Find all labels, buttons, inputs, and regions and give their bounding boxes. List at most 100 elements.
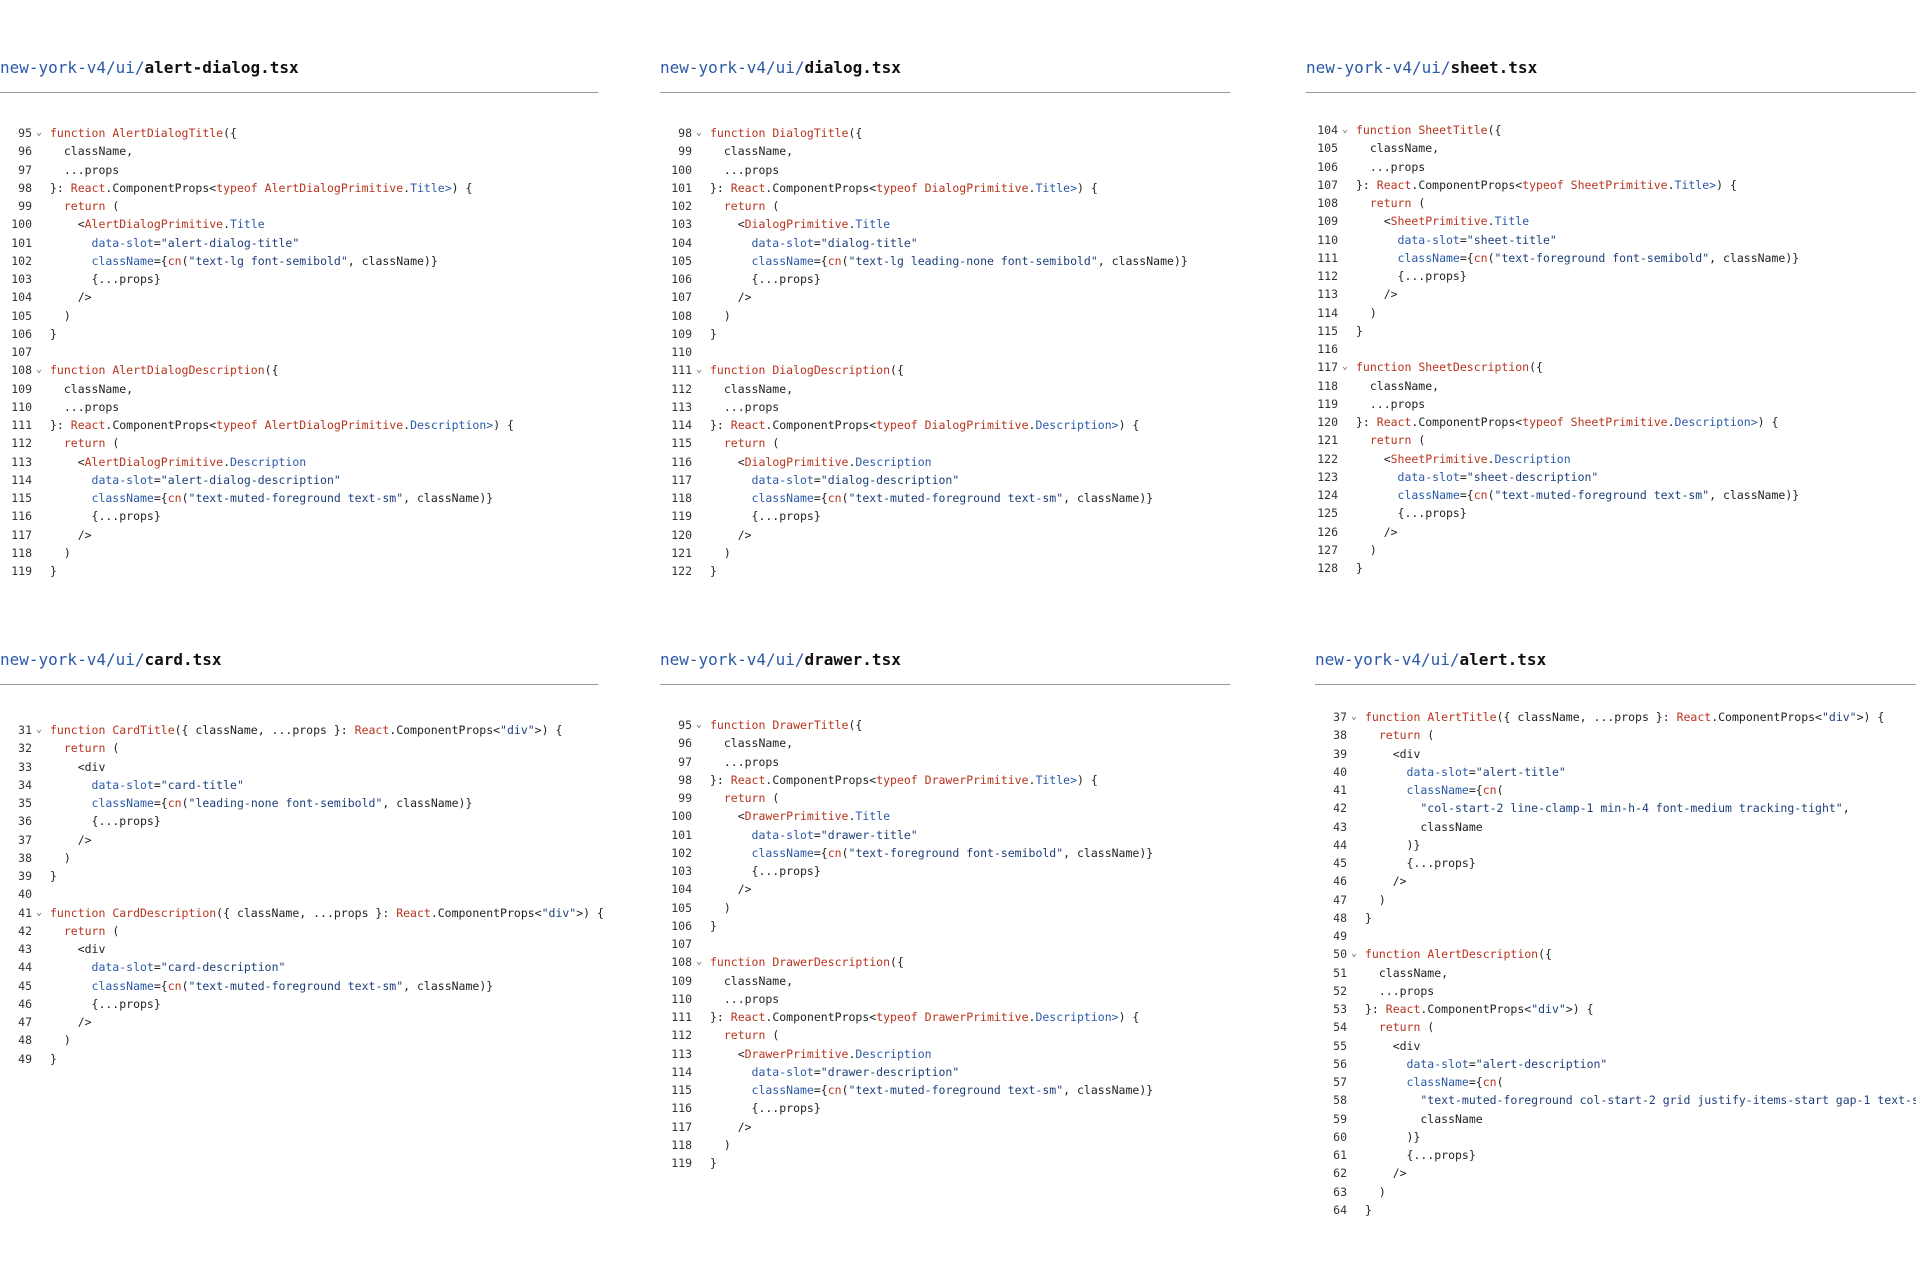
fold-chevron-icon[interactable]: ⌄ — [1351, 948, 1358, 960]
line-number: 119 — [671, 509, 692, 524]
fold-chevron-icon[interactable]: ⌄ — [36, 906, 43, 918]
code-line: 121 ) — [660, 544, 1230, 562]
line-number: 122 — [671, 564, 692, 578]
code-line: 117⌄function SheetDescription({ — [1306, 358, 1916, 376]
line-number: 106 — [11, 326, 32, 341]
fold-chevron-icon[interactable]: ⌄ — [696, 719, 703, 730]
line-number: 95 — [678, 718, 692, 732]
code-text: ) — [50, 544, 71, 562]
fold-chevron-icon[interactable]: ⌄ — [1342, 124, 1349, 135]
line-number: 112 — [11, 436, 32, 451]
code-token: DrawerPrimitive — [924, 1010, 1029, 1024]
line-number: 109 — [1317, 214, 1338, 229]
code-text: className, — [710, 972, 793, 990]
code-token: <div — [1365, 746, 1421, 761]
fold-chevron-icon[interactable]: ⌄ — [696, 364, 703, 376]
code-text: return ( — [710, 1026, 779, 1044]
code-line: 41 className={cn( — [1315, 781, 1916, 799]
code-token: data-slot — [710, 827, 814, 842]
line-number: 104 — [11, 290, 32, 305]
line-number: 118 — [671, 1137, 692, 1152]
code-token: , className)} — [347, 253, 438, 268]
code-token: ) { — [493, 418, 514, 432]
code-token: ({ — [1529, 360, 1543, 375]
code-token: function — [50, 126, 113, 140]
line-number: 109 — [671, 326, 692, 341]
code-text: {...props} — [1356, 504, 1467, 522]
code-token: } — [710, 564, 717, 578]
code-token: = — [813, 827, 821, 842]
code-text: <div — [50, 940, 106, 958]
code-token: = — [1459, 469, 1467, 484]
code-token: "div" — [500, 723, 535, 737]
file-header: new-york-v4/ui/alert.tsx — [1315, 650, 1916, 685]
code-line: 109 <SheetPrimitive.Title — [1306, 212, 1916, 230]
fold-chevron-icon[interactable]: ⌄ — [696, 956, 703, 968]
line-number: 105 — [1317, 141, 1338, 156]
line-number: 110 — [11, 399, 32, 414]
code-token: ) { — [1716, 177, 1737, 192]
code-token: className — [710, 845, 814, 860]
code-line: 38 ) — [0, 849, 598, 867]
code-text: return ( — [1365, 726, 1434, 744]
code-text: ) — [1365, 891, 1386, 909]
code-token: AlertDescription — [1427, 947, 1539, 962]
code-text: <div — [50, 758, 106, 776]
code-token: .ComponentProps< — [1420, 1002, 1532, 1016]
fold-chevron-icon[interactable]: ⌄ — [1342, 361, 1349, 373]
code-text: function DialogTitle({ — [710, 124, 862, 142]
code-line: 106} — [660, 917, 1230, 935]
code-text: ...props — [50, 398, 119, 416]
fold-chevron-icon[interactable]: ⌄ — [696, 127, 703, 138]
code-token: Description — [1035, 418, 1112, 432]
code-token: AlertDialogPrimitive — [264, 418, 404, 432]
code-token: ={ — [153, 253, 168, 268]
file-path: new-york-v4/ui/ — [660, 58, 805, 77]
code-line: 50⌄function AlertDescription({ — [1315, 945, 1916, 963]
code-text: className={cn("leading-none font-semibol… — [50, 794, 473, 812]
line-number: 119 — [671, 1156, 692, 1170]
code-token: function — [710, 126, 773, 140]
code-line: 37⌄function AlertTitle({ className, ...p… — [1315, 708, 1916, 726]
code-token: < — [710, 809, 745, 824]
code-token: < — [50, 217, 85, 232]
code-token: ...props — [50, 162, 120, 177]
fold-chevron-icon[interactable]: ⌄ — [1351, 711, 1358, 722]
code-token: cn — [827, 253, 842, 268]
code-token: ...props — [710, 991, 780, 1006]
code-line: 119 {...props} — [660, 507, 1230, 525]
fold-chevron-icon[interactable]: ⌄ — [36, 364, 43, 376]
file-header: new-york-v4/ui/drawer.tsx — [660, 650, 1230, 685]
code-token: className, — [710, 144, 794, 159]
file-header: new-york-v4/ui/dialog.tsx — [660, 58, 1230, 93]
code-token: React — [1385, 1002, 1421, 1016]
line-number: 101 — [11, 235, 32, 250]
code-token: = — [813, 1064, 821, 1079]
code-token: "alert-title" — [1475, 764, 1566, 779]
line-number: 103 — [671, 217, 692, 232]
code-token: ) — [710, 1137, 731, 1152]
fold-chevron-icon[interactable]: ⌄ — [36, 127, 43, 138]
code-token: cn — [167, 978, 182, 993]
code-text: function AlertDialogTitle({ — [50, 124, 237, 142]
code-token: } — [1365, 910, 1372, 925]
code-token: ) — [710, 308, 731, 323]
code-line: 99 return ( — [0, 197, 598, 215]
code-token: ={ — [813, 1083, 828, 1097]
code-token: ( — [841, 845, 849, 860]
code-token: className, — [710, 973, 794, 988]
code-text: function CardDescription({ className, ..… — [50, 904, 604, 922]
code-text: <AlertDialogPrimitive.Description — [50, 453, 307, 471]
code-token: Description — [855, 454, 932, 469]
code-token: function — [1356, 123, 1419, 137]
code-text: className={cn("text-muted-foreground tex… — [1356, 486, 1800, 504]
code-token: ) — [710, 900, 731, 915]
code-text: className={cn("text-foreground font-semi… — [710, 844, 1154, 862]
code-token: ( — [1487, 250, 1495, 265]
code-token: React — [70, 180, 106, 195]
fold-chevron-icon[interactable]: ⌄ — [36, 724, 43, 735]
code-token: cn — [167, 491, 182, 505]
code-text: <SheetPrimitive.Title — [1356, 212, 1529, 230]
code-text: }: React.ComponentProps<typeof DialogPri… — [710, 416, 1139, 434]
code-token: "drawer-title" — [820, 827, 918, 842]
